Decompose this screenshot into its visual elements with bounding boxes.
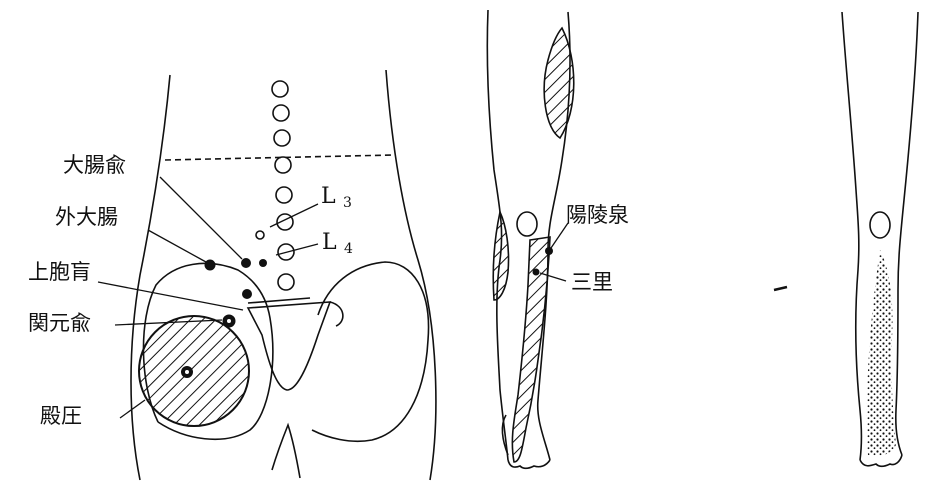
label-l4-number: 4	[344, 242, 353, 256]
acupoint-gaidaicho	[205, 260, 215, 270]
denatsu-zone	[139, 316, 249, 426]
label-denatsu: 殿圧	[40, 406, 82, 427]
stray-mark	[774, 287, 787, 290]
label-gaidaicho: 外大腸	[55, 207, 118, 228]
spinous-process	[272, 81, 288, 97]
label-sanri: 三里	[571, 272, 613, 293]
acupoint-l3-side	[256, 231, 264, 239]
spinous-process	[275, 157, 291, 173]
right-leg-right-contour	[896, 12, 918, 455]
spinous-process	[278, 274, 294, 290]
label-l3-number: 3	[343, 196, 352, 210]
label-johokou: 上胞肓	[28, 262, 91, 283]
shin-hatched-area	[512, 237, 550, 462]
thigh-hatched-area	[544, 28, 574, 138]
label-kangenyu: 関元兪	[28, 313, 91, 334]
medial-dotted-area	[867, 250, 897, 456]
spinous-process	[276, 187, 292, 203]
back-right-contour	[386, 70, 436, 480]
spinous-processes	[272, 81, 294, 290]
calf-hatched-area	[493, 212, 508, 300]
acupoint-l4-side	[259, 259, 267, 267]
spinous-process	[274, 130, 290, 146]
acupoint-johokou	[242, 289, 252, 299]
label-l4-letter: L	[322, 232, 337, 254]
acupoint-denatsu-inner	[185, 370, 189, 374]
acupoint-sanri	[533, 269, 540, 276]
right-patella	[870, 212, 890, 238]
label-yoryosen: 陽陵泉	[566, 205, 629, 226]
acupoint-yoryosen	[545, 247, 553, 255]
middle-patella	[517, 212, 537, 236]
sacrum-top-line	[248, 298, 310, 303]
sacrum-outline	[248, 302, 330, 390]
right-leg-left-contour	[842, 12, 862, 460]
label-l3-letter: L	[321, 186, 336, 208]
gluteal-cleft	[272, 425, 300, 478]
right-buttock-outline	[312, 262, 429, 441]
acupoint-kangenyu-inner	[227, 319, 231, 323]
middle-leg-hatched-areas	[493, 28, 574, 462]
label-daichoyu: 大腸兪	[63, 155, 126, 176]
coccyx-curl	[330, 302, 343, 326]
right-foot	[860, 455, 902, 466]
acupoint-daichoyu	[241, 258, 251, 268]
spinous-process	[273, 105, 289, 121]
